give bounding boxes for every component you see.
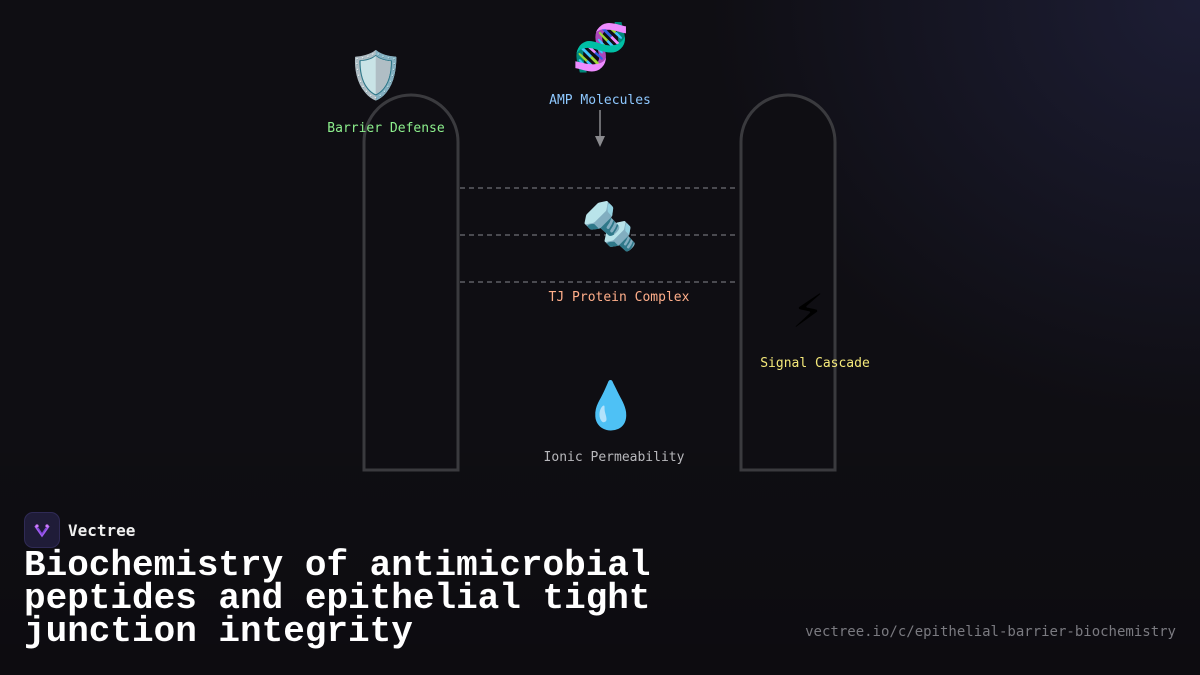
left-epithelial-cell [362,93,460,472]
brand: Vectree [24,512,135,548]
brand-name: Vectree [68,520,136,540]
lightning-icon: ⚡ [791,284,825,338]
signal-cascade-label: Signal Cascade [760,356,870,371]
shield-icon: 🛡️ [347,48,405,102]
dna-icon: 🧬 [572,20,630,74]
droplet-icon: 💧 [582,378,640,432]
source-url: vectree.io/c/epithelial-barrier-biochemi… [805,624,1176,640]
ionic-permeability-label: Ionic Permeability [543,450,685,465]
amp-molecules-label: AMP Molecules [549,93,651,108]
amp-arrow-head [595,136,605,147]
tj-protein-complex-label: TJ Protein Complex [548,290,690,305]
page-title: Biochemistry of antimicrobial peptides a… [24,545,651,652]
nut-and-bolt-icon: 🔩 [581,199,639,253]
vectree-logo-icon [24,512,60,548]
right-epithelial-cell [739,93,837,472]
barrier-defense-label: Barrier Defense [327,121,445,136]
